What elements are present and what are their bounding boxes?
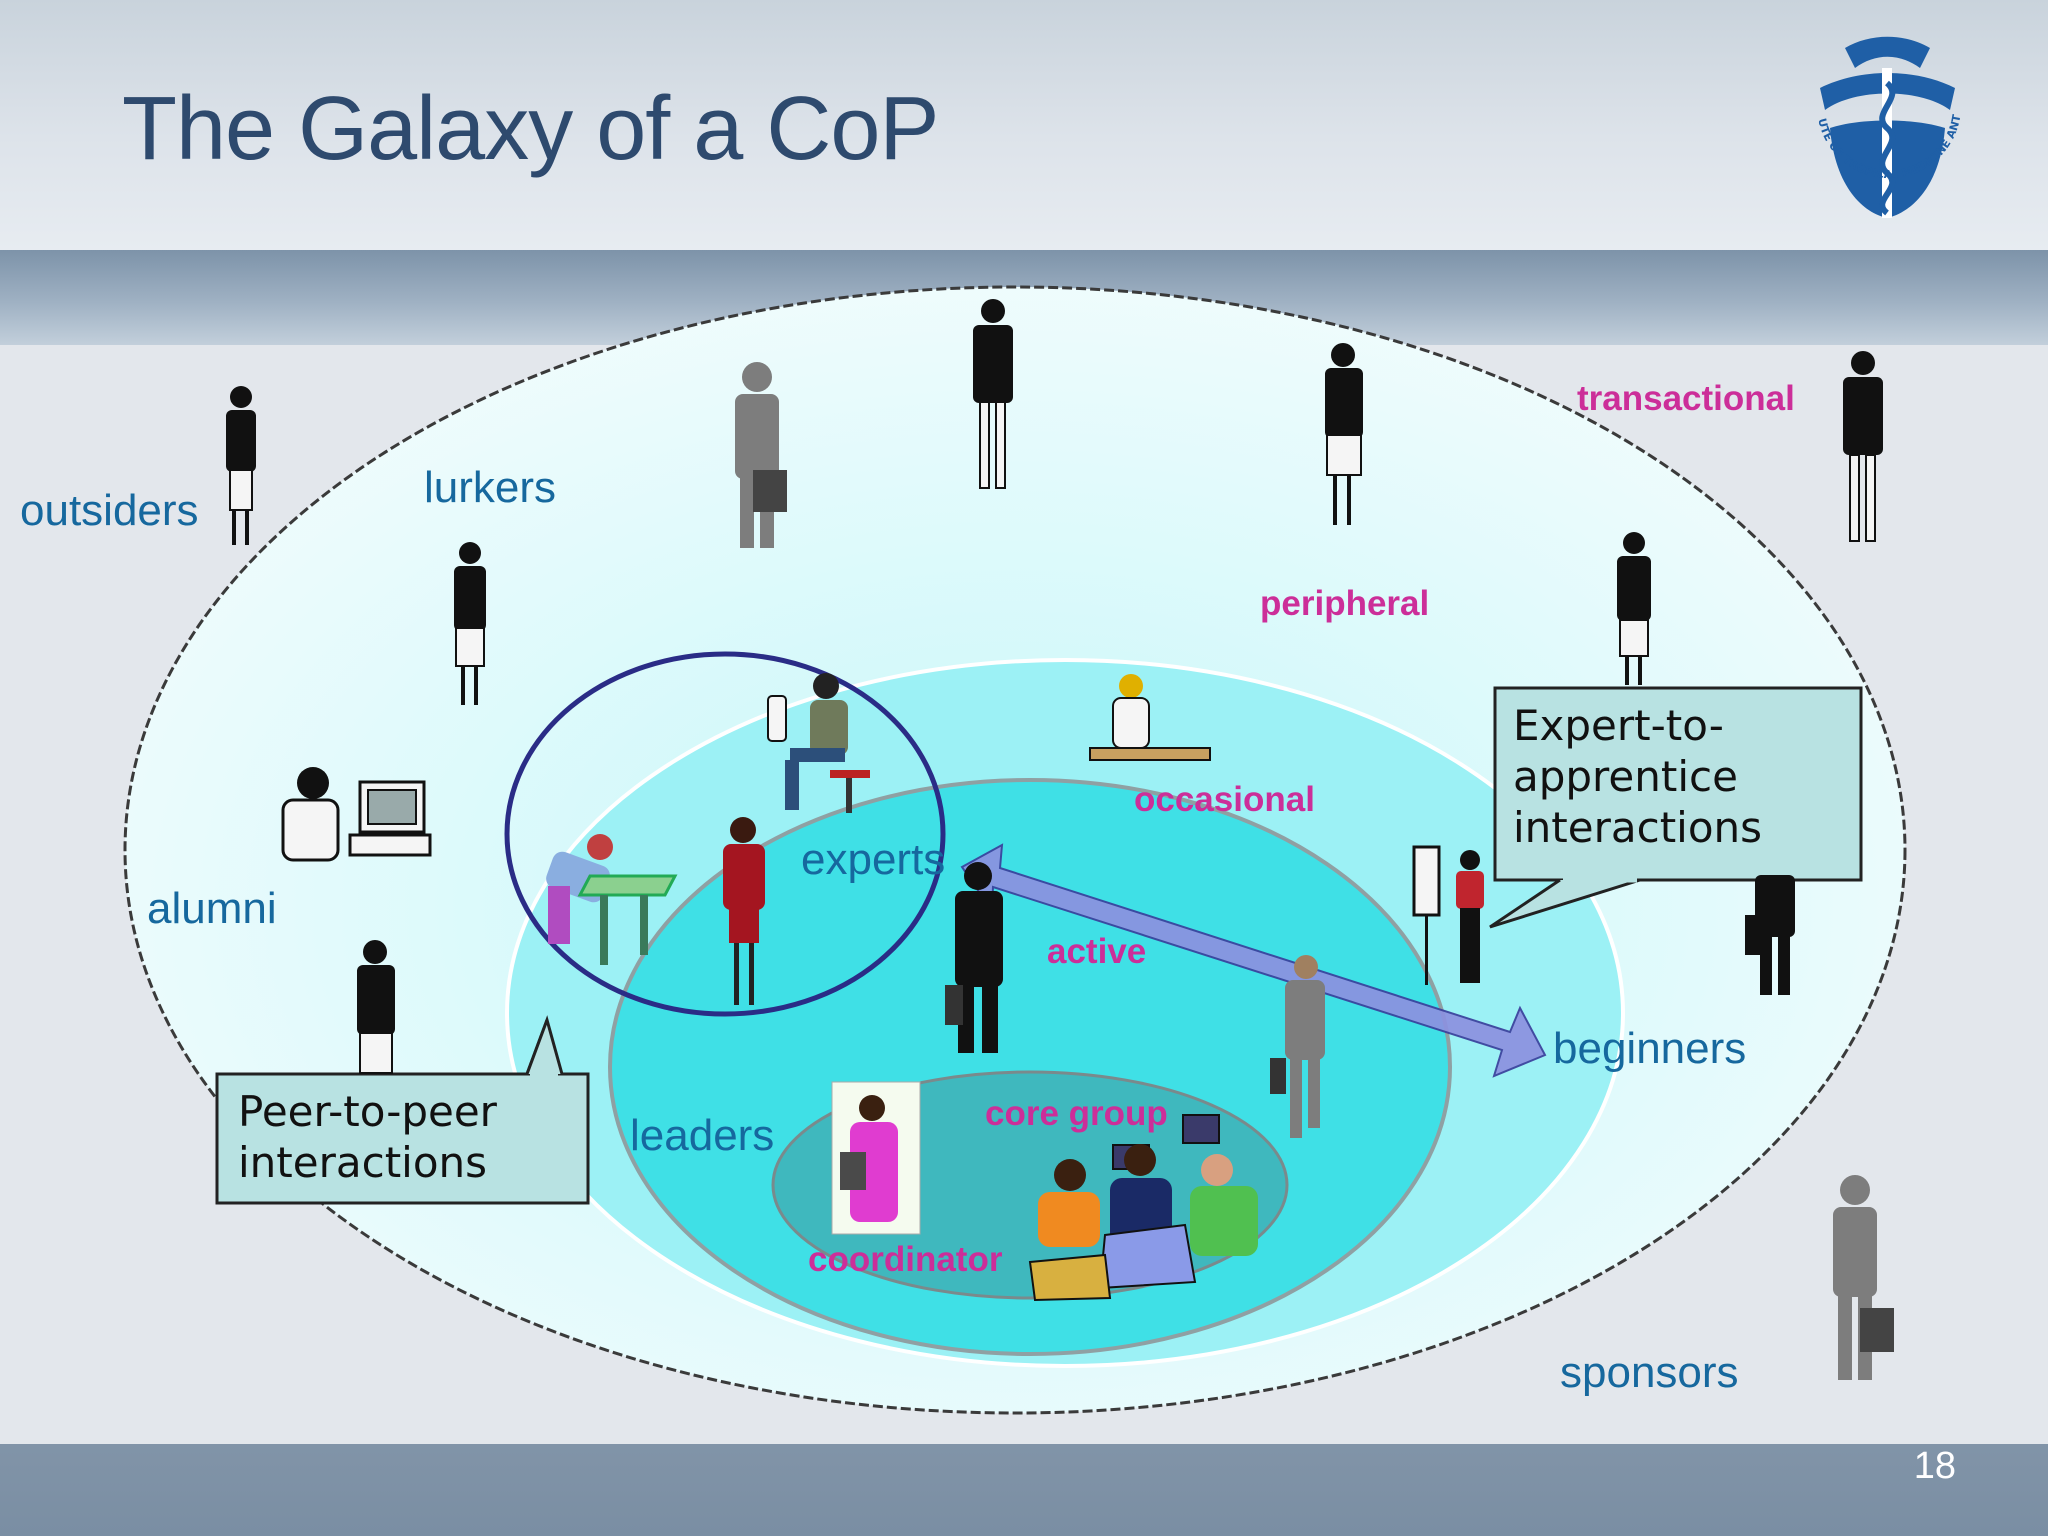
logo-icon: INSTITUTE OF TROPICAL MEDICINE ANTWERP [1800, 28, 1964, 218]
person-alumni-computer-icon [281, 767, 432, 862]
core-group-meeting-icon [1028, 1114, 1258, 1302]
person-expert-woman-red-icon [723, 817, 765, 1005]
expert-callout-text: Expert-to- apprentice interactions [1513, 700, 1762, 853]
peer-callout-text: Peer-to-peer interactions [238, 1086, 497, 1188]
label-alumni: alumni [147, 884, 277, 933]
label-transactional: transactional [1577, 379, 1795, 418]
person-expert-desk-icon [546, 834, 678, 965]
person-coordinator-icon [831, 1081, 921, 1235]
person-active-woman-gray-icon [1270, 955, 1325, 1138]
person-peripheral-woman-icon [1325, 343, 1363, 525]
expert-callout-line: interactions [1513, 803, 1763, 852]
person-active-man-icon [945, 862, 1003, 1053]
label-occasional: occasional [1134, 780, 1315, 819]
label-sponsors: sponsors [1560, 1348, 1739, 1397]
label-beginners: beginners [1553, 1024, 1747, 1073]
header-background [0, 0, 2048, 250]
label-outsiders: outsiders [20, 486, 199, 535]
page-number: 18 [1913, 1445, 1956, 1487]
footer-band [0, 1444, 2048, 1536]
peer-callout-line: interactions [238, 1138, 488, 1187]
person-lurker-woman-icon [454, 542, 486, 705]
experts-circle [504, 651, 946, 1017]
person-transactional-icon [1843, 351, 1883, 542]
label-leaders: leaders [630, 1111, 775, 1160]
expert-callout-box [1493, 686, 1863, 882]
person-peripheral-right-icon [1617, 532, 1651, 685]
person-lurker-top-icon [973, 299, 1013, 489]
expert-callout-line: Expert-to- [1513, 701, 1724, 750]
label-experts: experts [801, 835, 946, 884]
label-core-group: core group [985, 1094, 1168, 1133]
peer-callout-line: Peer-to-peer [238, 1087, 497, 1136]
person-beginner-dark-icon [1745, 875, 1795, 995]
slide-title: The Galaxy of a CoP [122, 79, 939, 179]
label-coordinator: coordinator [808, 1240, 1003, 1279]
person-occasional-hardhat-icon [1089, 674, 1211, 761]
person-beginner-presenter-icon [1412, 845, 1484, 985]
person-lurker-gray-icon [735, 362, 787, 548]
expert-callout-line: apprentice [1513, 752, 1738, 801]
person-sponsor-gray-icon [1833, 1175, 1894, 1380]
label-lurkers: lurkers [424, 463, 557, 512]
peer-callout-pointer [525, 1015, 564, 1075]
label-peripheral: peripheral [1260, 584, 1430, 623]
expert-callout-pointer [1489, 878, 1641, 929]
label-active: active [1047, 932, 1147, 971]
person-outsider-icon [226, 386, 256, 545]
person-expert-computer-icon [767, 673, 870, 813]
person-alumni-woman-icon [357, 940, 395, 1074]
